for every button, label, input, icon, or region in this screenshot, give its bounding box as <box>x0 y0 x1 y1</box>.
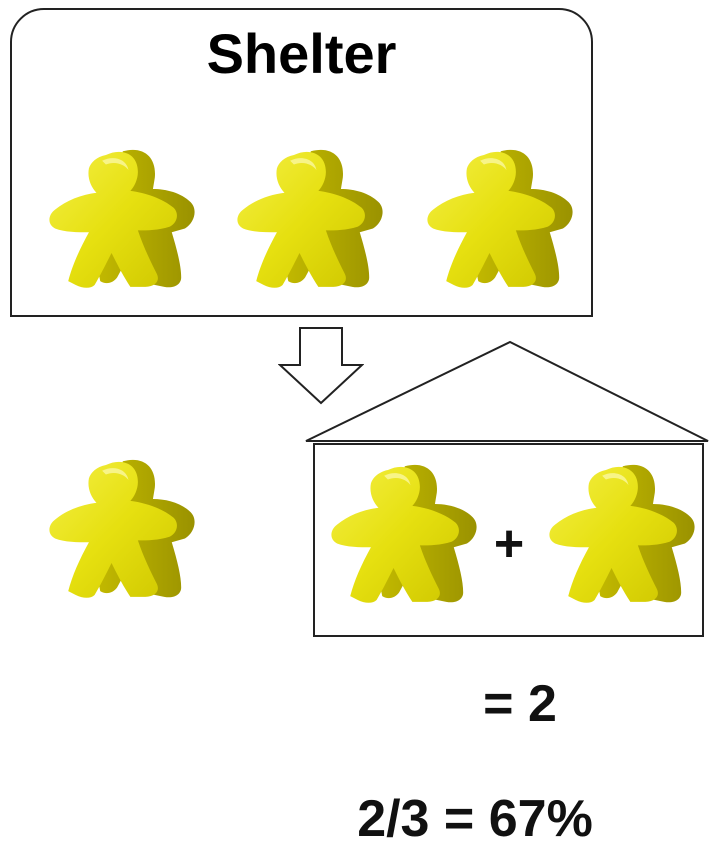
meeple-icon <box>549 464 695 603</box>
shelter-title: Shelter <box>206 22 397 85</box>
down-arrow-icon <box>278 327 364 405</box>
house-room <box>313 443 704 637</box>
house-roof-icon <box>305 340 709 442</box>
meeple-icon <box>49 149 195 288</box>
meeple-icon <box>49 459 195 598</box>
meeple-icon <box>331 464 477 603</box>
plus-sign: + <box>493 515 525 573</box>
ratio-text: 2/3 = 67% <box>357 790 593 848</box>
meeple-icon <box>427 149 573 288</box>
result-text: = 2 <box>483 675 557 733</box>
meeple-icon <box>237 149 383 288</box>
